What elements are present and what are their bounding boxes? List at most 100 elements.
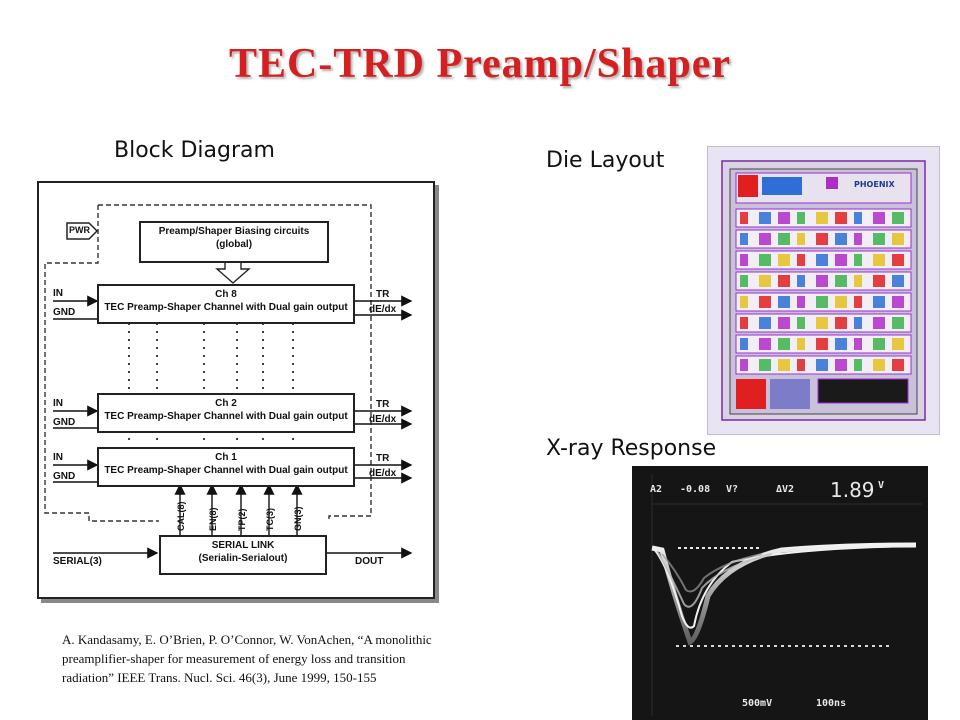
channel-description: TEC Preamp-Shaper Channel with Dual gain…	[104, 465, 348, 476]
bias-circuits-subtitle: (global)	[215, 239, 253, 250]
die-cell	[797, 317, 805, 329]
die-cell	[778, 212, 790, 224]
dout-label: DOUT	[355, 556, 384, 567]
die-cell	[854, 212, 862, 224]
serial-in-label: SERIAL(3)	[53, 556, 102, 567]
pwr-label: PWR	[69, 225, 90, 235]
die-cell	[873, 212, 885, 224]
tr-pin-label: TR	[376, 453, 390, 464]
pwr-tag	[66, 222, 99, 240]
channel-2-block: Ch 2 TEC Preamp-Shaper Channel with Dual…	[97, 393, 355, 433]
die-cell	[778, 254, 790, 266]
dedx-pin-label: dE/dx	[369, 414, 397, 425]
die-cell	[854, 233, 862, 245]
xray-response-oscilloscope: A2 -0.08 V? ΔV2 1.89 V 500mV 100ns	[632, 466, 928, 720]
reference-line-3: radiation” IEEE Trans. Nucl. Sci. 46(3),…	[62, 670, 377, 685]
channel-1-block: Ch 1 TEC Preamp-Shaper Channel with Dual…	[97, 447, 355, 487]
die-cell	[835, 338, 847, 350]
die-cell	[873, 254, 885, 266]
die-cell	[854, 275, 862, 287]
die-cell	[740, 275, 748, 287]
scope-big-unit: V	[878, 480, 885, 491]
die-cell	[740, 212, 748, 224]
die-logo-text: PHOENIX	[854, 180, 895, 189]
in-pin-label: IN	[53, 452, 63, 463]
channel-description: TEC Preamp-Shaper Channel with Dual gain…	[104, 302, 348, 313]
die-cell	[740, 254, 748, 266]
die-cell	[854, 317, 862, 329]
reference-line-2: preamplifier-shaper for measurement of e…	[62, 651, 406, 666]
die-cell	[873, 338, 885, 350]
die-cell	[816, 317, 828, 329]
scope-v1-unit: V?	[726, 484, 739, 495]
die-cell	[759, 233, 771, 245]
reference-citation: A. Kandasamy, E. O’Brien, P. O’Connor, W…	[62, 630, 532, 687]
en-signal-label: EN(8)	[208, 507, 218, 531]
die-cell	[740, 296, 748, 308]
die-layout-label: Die Layout	[546, 148, 665, 173]
die-layout-image: PHOENIX	[707, 146, 940, 435]
die-cell	[797, 275, 805, 287]
in-pin-label: IN	[53, 398, 63, 409]
die-cell	[873, 317, 885, 329]
gn-signal-label: GN(3)	[293, 506, 303, 532]
gnd-pin-label: GND	[53, 417, 76, 428]
page-title: TEC-TRD Preamp/Shaper	[228, 41, 732, 87]
die-cell	[854, 254, 862, 266]
die-channel-rows	[735, 208, 912, 375]
die-cell	[835, 317, 847, 329]
die-cell	[797, 233, 805, 245]
die-cell	[873, 296, 885, 308]
dedx-pin-label: dE/dx	[369, 304, 397, 315]
die-cell	[892, 359, 904, 371]
die-cell	[797, 359, 805, 371]
in-pin-label: IN	[53, 288, 63, 299]
scope-vscale: 500mV	[742, 698, 773, 709]
die-cell	[873, 359, 885, 371]
die-cell	[740, 359, 748, 371]
die-cell	[835, 254, 847, 266]
die-cell	[759, 317, 771, 329]
tr-pin-label: TR	[376, 289, 390, 300]
die-cell	[797, 212, 805, 224]
die-cell	[835, 359, 847, 371]
die-cell	[816, 254, 828, 266]
die-cell	[778, 275, 790, 287]
tc-signal-label: TC(3)	[265, 508, 275, 531]
scope-big-value: 1.89	[830, 478, 875, 502]
serial-link-block: SERIAL LINK (Serialin-Serialout)	[159, 535, 327, 575]
die-cell	[854, 296, 862, 308]
cal-signal-label: CAL(8)	[176, 501, 186, 532]
die-cell	[892, 338, 904, 350]
block-diagram-label: Block Diagram	[114, 138, 275, 163]
xray-response-label: X-ray Response	[546, 436, 717, 461]
die-cell	[759, 212, 771, 224]
gnd-pin-label: GND	[53, 307, 76, 318]
bias-circuits-block: Preamp/Shaper Biasing circuits (global)	[139, 221, 329, 263]
die-cell	[816, 296, 828, 308]
die-cell	[835, 275, 847, 287]
die-cell	[759, 275, 771, 287]
die-cell	[816, 212, 828, 224]
die-cell	[759, 359, 771, 371]
channel-8-block: Ch 8 TEC Preamp-Shaper Channel with Dual…	[97, 284, 355, 324]
serial-link-subtitle: (Serialin-Serialout)	[198, 553, 288, 564]
gnd-pin-label: GND	[53, 471, 76, 482]
die-cell	[835, 233, 847, 245]
serial-link-title: SERIAL LINK	[211, 540, 275, 551]
die-cell	[740, 233, 748, 245]
die-cell	[816, 359, 828, 371]
scope-trace-graphic	[651, 474, 922, 716]
bias-circuits-title: Preamp/Shaper Biasing circuits	[158, 226, 310, 237]
die-cell	[892, 254, 904, 266]
die-cell	[854, 338, 862, 350]
scope-channel-label: A2	[650, 484, 663, 495]
die-cell	[835, 212, 847, 224]
die-cell	[892, 275, 904, 287]
channel-name: Ch 8	[215, 289, 237, 300]
die-cell	[797, 338, 805, 350]
die-cell	[797, 296, 805, 308]
die-cell	[778, 296, 790, 308]
die-cell	[778, 359, 790, 371]
channel-name: Ch 2	[215, 398, 237, 409]
